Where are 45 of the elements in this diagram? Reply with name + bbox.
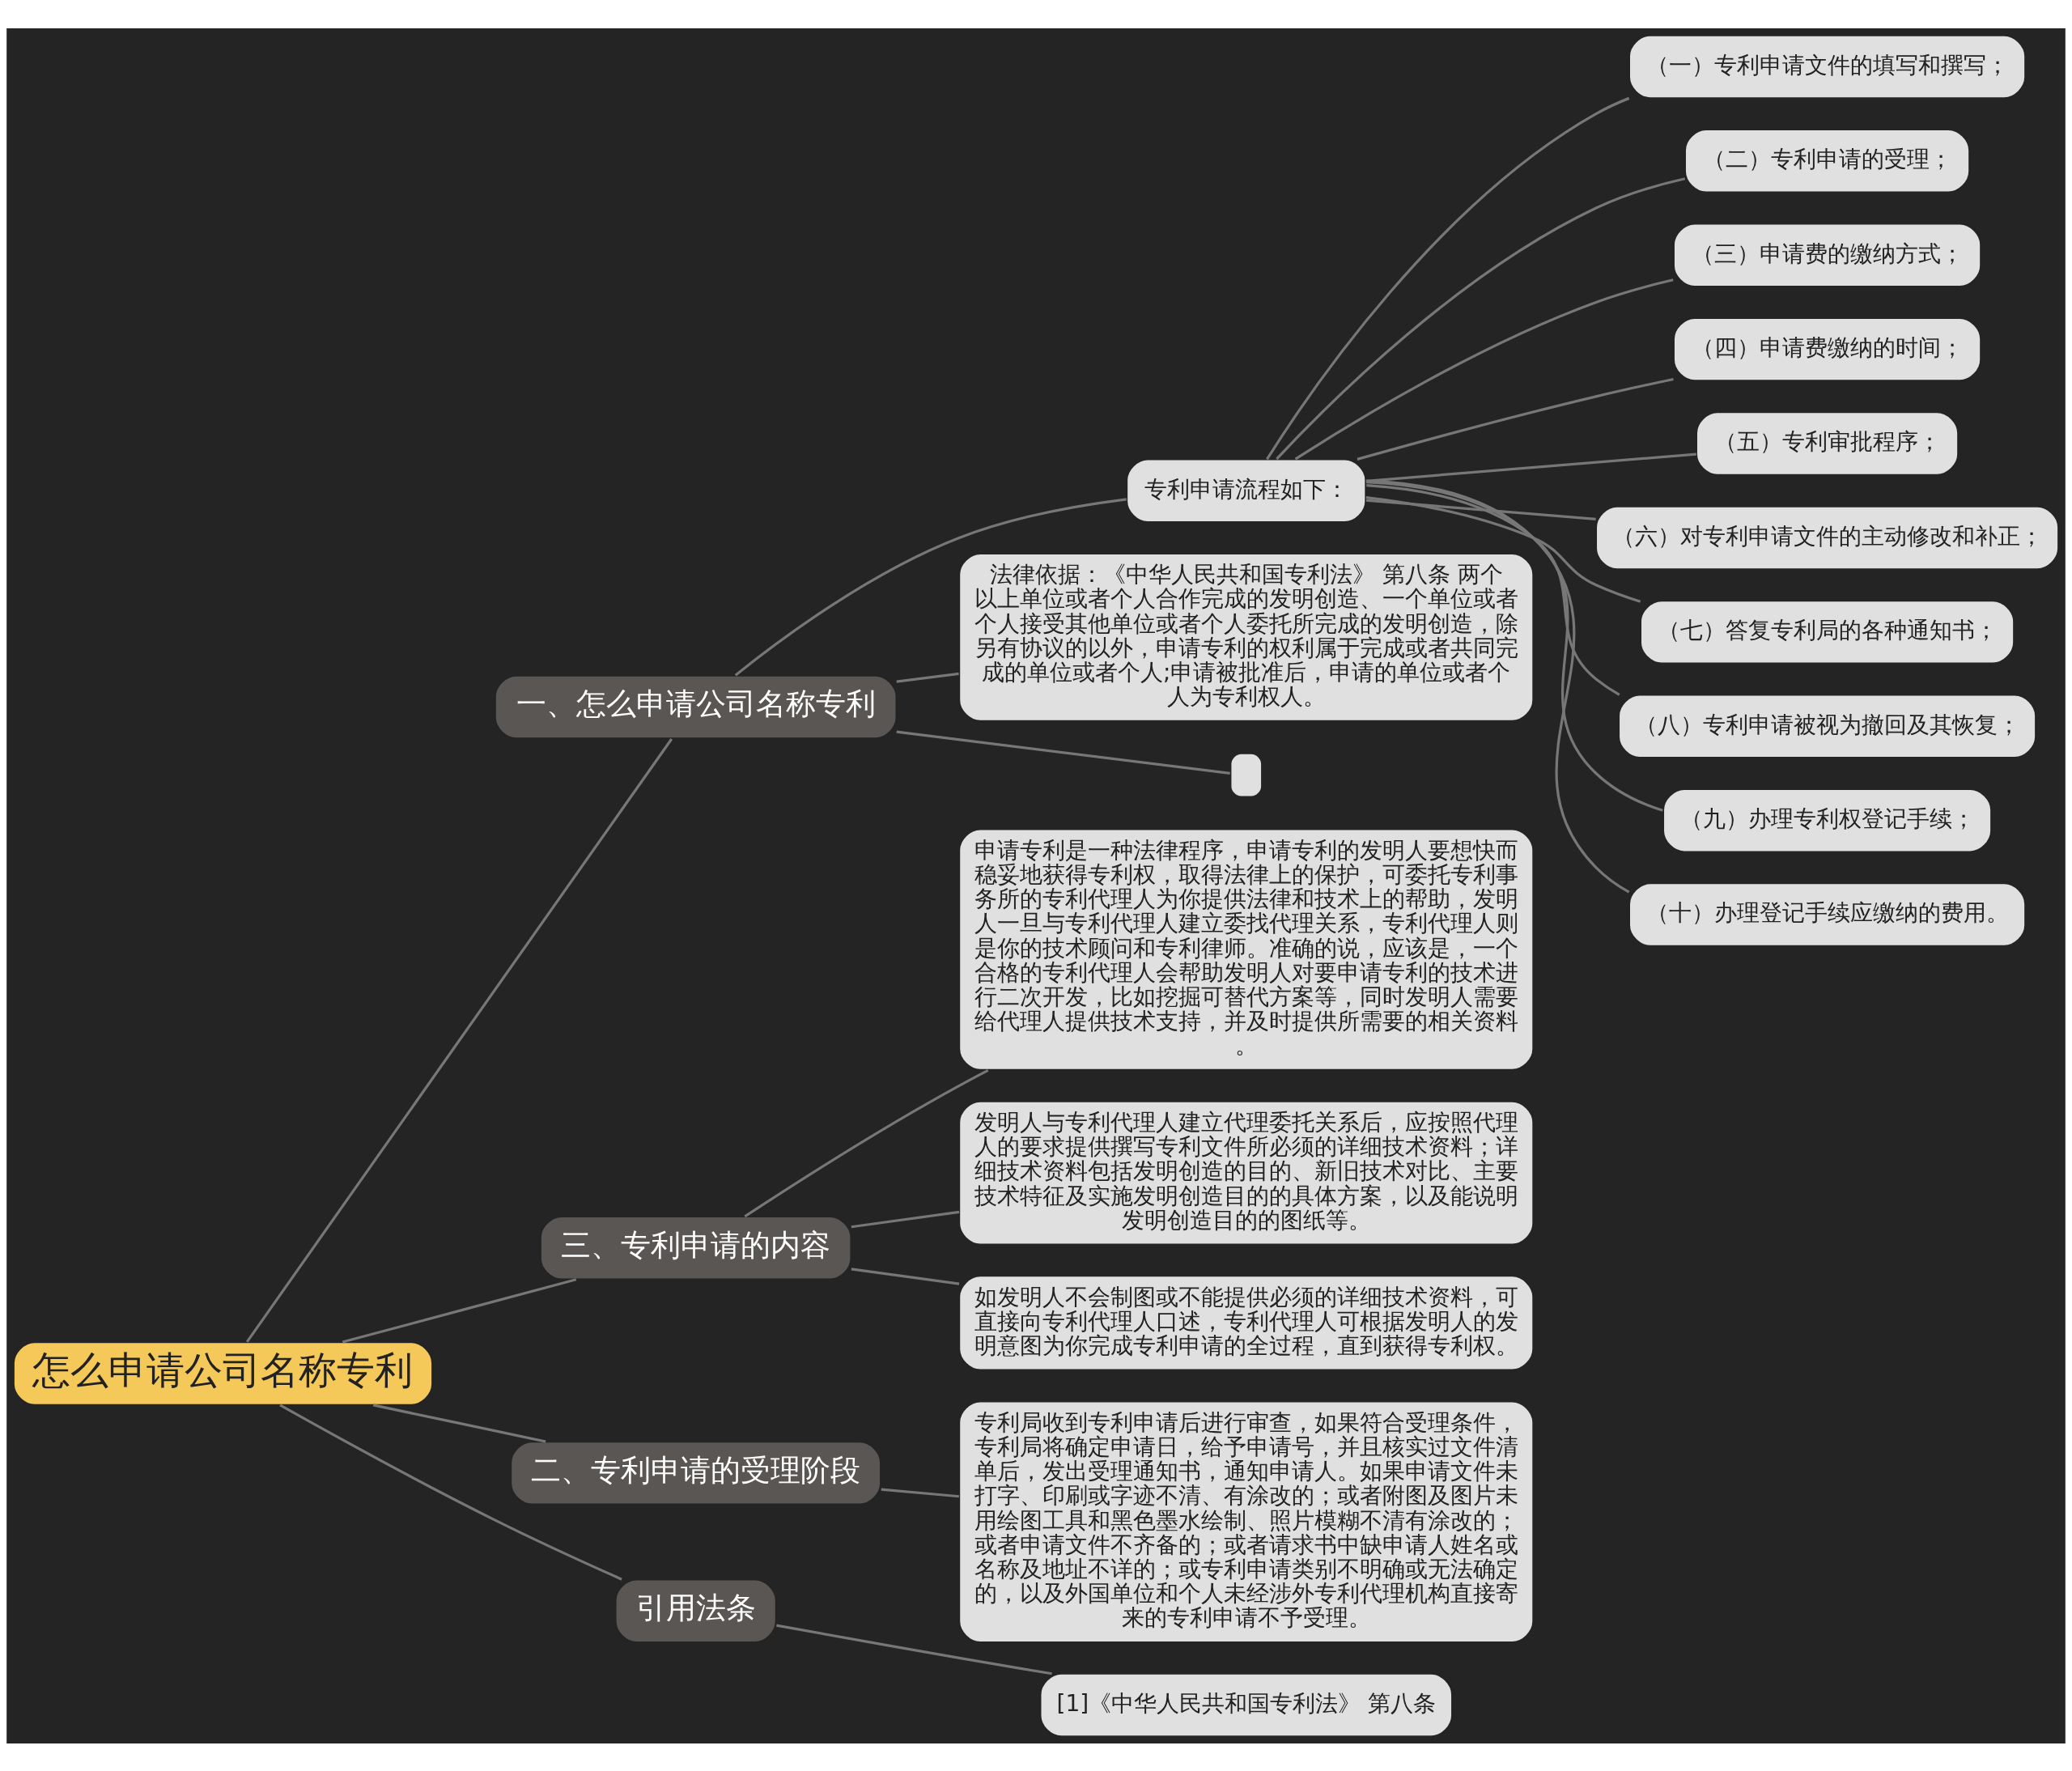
connector [734, 497, 1127, 676]
node-box: （二）专利申请的受理； [1684, 128, 1971, 193]
node-box: 怎么申请公司名称专利 [12, 1340, 434, 1406]
node-box: （五）专利审批程序； [1695, 410, 1959, 476]
connector [896, 672, 959, 683]
node-box: 发明人与专利代理人建立代理委托关系后，应按照代理人的要求提供撰写专利文件所必须的详细技术资料；详细技术资料包括发明创造的目的、新旧技术对比、主要技术特征及实施发明创造目的的具体方案，以及能说明发明创造目的的图纸等。 [958, 1100, 1535, 1246]
node-box: （九）办理专利权登记手续； [1662, 788, 1993, 853]
node-box: （八）专利申请被视为撤回及其恢复； [1617, 693, 2037, 758]
node-box: （十）办理登记手续应缴纳的费用。 [1628, 881, 2027, 947]
connector [776, 1624, 1052, 1675]
node-box: 法律依据：《中华人民共和国专利法》 第八条 两个以上单位或者个人合作完成的发明创造、一个单位或者个人接受其他单位或者个人委托所完成的发明创造，除另有协议的以外，申请专利的权利属于完成或者共同完成的单位或者个人;申请被批准后，申请的单位或者个人为专利权人。 [958, 552, 1535, 722]
connector [372, 1403, 546, 1443]
connector [896, 730, 1230, 775]
node-box: 如发明人不会制图或不能提供必须的详细技术资料，可直接向专利代理人口述，专利代理人可根据发明人的发明意图为你完成专利申请的全过程，直到获得专利权。 [958, 1274, 1535, 1371]
node-box: （六）对专利申请文件的主动修改和补正； [1594, 505, 2060, 570]
connector [1276, 176, 1686, 460]
connector [245, 737, 673, 1343]
connector [1365, 495, 1641, 603]
connector [1365, 499, 1596, 520]
node-box: （七）答复专利局的各种通知书； [1639, 599, 2015, 665]
connector [881, 1488, 960, 1497]
node-box: 一、怎么申请公司名称专利 [494, 674, 898, 739]
connector [1365, 480, 1663, 812]
node-box: （一）专利申请文件的填写和撰写； [1628, 34, 2027, 99]
connector [744, 1068, 989, 1217]
node-box [1229, 752, 1263, 798]
node-box: 二、专利申请的受理阶段 [510, 1440, 882, 1506]
connector [1366, 483, 1620, 696]
node-box: （四）申请费缴纳的时间； [1672, 316, 1982, 381]
connector [1365, 478, 1630, 893]
connector [1365, 452, 1696, 482]
node-box: 引用法条 [614, 1578, 777, 1643]
node-box: （三）申请费的缴纳方式； [1672, 222, 1982, 287]
connector [851, 1210, 960, 1228]
connector [1294, 278, 1674, 461]
node-box: 专利局收到专利申请后进行审查，如果符合受理条件，专利局将确定申请日，给予申请号，并且核实过文件清单后，发出受理通知书，通知申请人。如果申请文件未打字、印刷或字迹不清、有涂改的；或者附图及图片未用绘图工具和黑色墨水绘制、照片模糊不清有涂改的；或者申请文件不齐备的；或者请求书中缺申请人姓名或名称及地址不详的；或专利申请类别不明确或无法确定的，以及外国单位和个人未经涉外专利代理机构直接寄来的专利申请不予受理。 [958, 1399, 1535, 1643]
connector [1357, 377, 1674, 461]
connector [1266, 96, 1630, 460]
connector [851, 1267, 960, 1285]
node-box: [1]《中华人民共和国专利法》 第八条 [1039, 1672, 1454, 1737]
node-box: 三、专利申请的内容 [539, 1215, 852, 1280]
node-box: 专利申请流程如下： [1126, 457, 1367, 523]
connector [342, 1277, 577, 1344]
node-box: 申请专利是一种法律程序，申请专利的发明人要想快而稳妥地获得专利权，取得法律上的保护，可委托专利事务所的专利代理人为你提供法律和技术上的帮助，发明人一旦与专利代理人建立委找代理关系，专利代理人则是你的技术顾问和专利律师。准确的说，应该是，一个合格的专利代理人会帮助发明人对要申请专利的技术进行二次开发，比如挖掘可替代方案等，同时发明人需要给代理人提供技术支持，并及时提供所需要的相关资料。 [958, 827, 1535, 1071]
connector [279, 1403, 622, 1581]
